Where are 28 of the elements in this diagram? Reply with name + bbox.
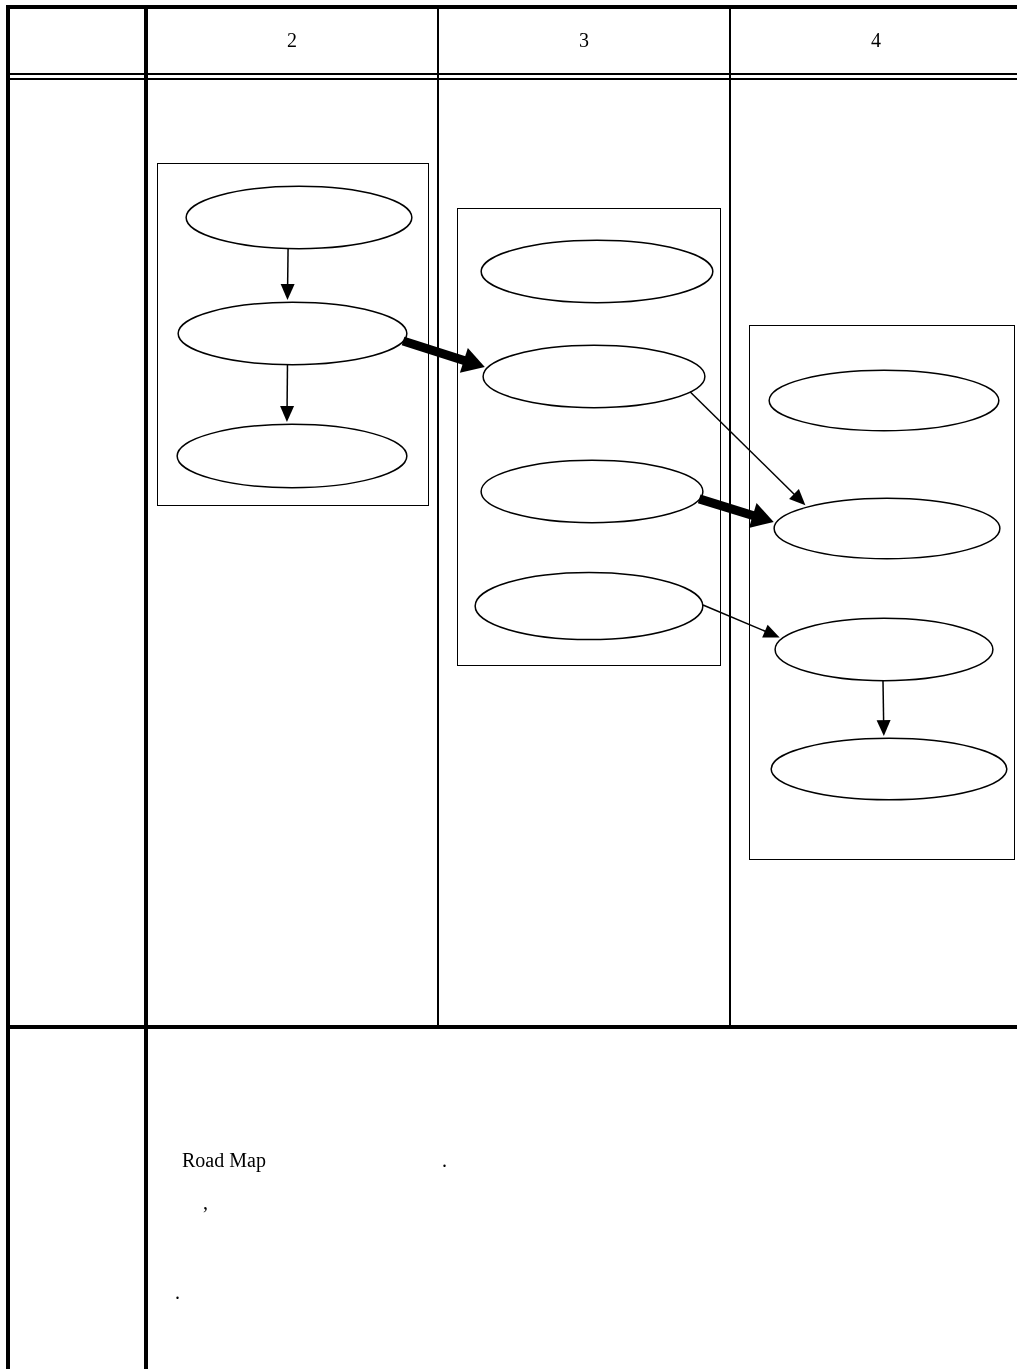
arrow [702, 604, 780, 638]
ellipse-shape [185, 185, 413, 250]
ellipse-shape [474, 571, 704, 641]
arrow [689, 391, 806, 506]
column-number: 2 [287, 28, 297, 52]
note-text: . [175, 1280, 180, 1304]
arrow [280, 248, 295, 300]
ellipse-shape [482, 344, 706, 409]
ellipse-shape [774, 617, 994, 682]
group-box [749, 325, 1015, 860]
ellipse-shape [770, 737, 1008, 801]
column-number: 4 [871, 28, 881, 52]
ellipse-shape [177, 301, 408, 366]
ellipse-shape [480, 459, 704, 524]
note-text: . [442, 1148, 447, 1172]
ellipse-shape [768, 369, 1000, 432]
arrow [876, 680, 891, 736]
note-text: Road Map [182, 1148, 266, 1172]
ellipse-shape [480, 239, 714, 304]
column-number: 3 [579, 28, 589, 52]
ellipse-shape [773, 497, 1001, 560]
group-box [157, 163, 429, 506]
arrow [697, 494, 774, 528]
arrow [280, 364, 295, 422]
note-text: , [203, 1190, 208, 1214]
ellipse-shape [176, 423, 408, 489]
arrow [401, 336, 485, 373]
group-box [457, 208, 721, 666]
